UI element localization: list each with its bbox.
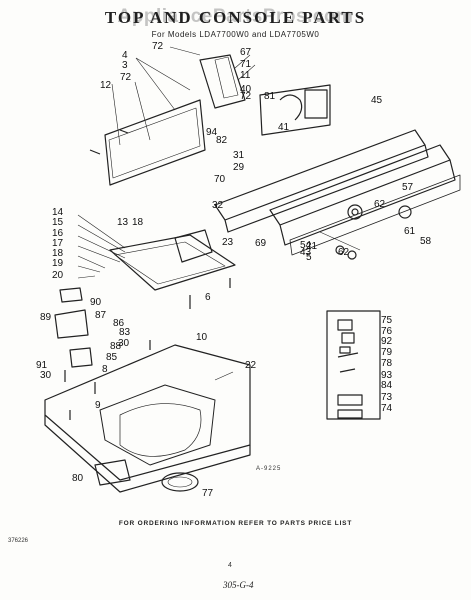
callout-label: 92 <box>381 336 393 347</box>
callout-label: 5 <box>306 252 312 263</box>
callout-label: 74 <box>381 403 393 414</box>
callout-label: 69 <box>255 238 267 249</box>
callout-label: 3 <box>122 60 128 71</box>
callout-label: 13 <box>117 217 129 228</box>
callout-label: 76 <box>381 326 393 337</box>
diagram-title: TOP AND CONSOLE PARTS <box>104 8 367 27</box>
callout-label: 77 <box>202 488 214 499</box>
callout-label: 54 <box>300 240 312 251</box>
callout-label: 45 <box>371 95 383 106</box>
diagram-subtitle: For Models LDA7700W0 and LDA7705W0 <box>151 30 320 39</box>
callout-label: 81 <box>264 91 276 102</box>
callout-label: 67 <box>240 47 252 58</box>
callout-label: 15 <box>52 217 64 228</box>
control-knob <box>347 204 363 220</box>
callout-label: 85 <box>106 352 118 363</box>
callout-label: 88 <box>110 341 122 352</box>
callout-label: 6 <box>205 292 211 303</box>
callout-label: 91 <box>36 360 48 371</box>
callout-label: 31 <box>233 150 245 161</box>
callout-label: 72 <box>152 41 164 52</box>
callout-label: 73 <box>381 392 393 403</box>
page-number: 4 <box>228 562 232 569</box>
callout-label: 40 <box>240 84 252 95</box>
callout-label: 23 <box>222 237 234 248</box>
figure-code: A-9225 <box>256 466 282 472</box>
callout-label: 8 <box>102 364 108 375</box>
lid-switch-bracket <box>59 287 83 303</box>
control-knob-2 <box>398 205 412 219</box>
ordering-info-footer: FOR ORDERING INFORMATION REFER TO PARTS … <box>118 520 353 527</box>
callout-label: 30 <box>118 338 130 349</box>
callout-label: 71 <box>240 59 252 70</box>
callout-label: 22 <box>245 360 257 371</box>
callout-label: 84 <box>381 380 393 391</box>
lid-switch-assembly <box>54 309 89 339</box>
wire-harness <box>279 94 303 121</box>
rear-console-rail <box>214 129 426 221</box>
callout-label: 43 <box>300 247 312 258</box>
callout-label: 29 <box>233 162 245 173</box>
handwritten-note: 305-G-4 <box>223 580 254 590</box>
lid-frame <box>109 234 236 291</box>
corner-code: 376226 <box>8 538 29 544</box>
bleach-dispenser <box>94 459 131 486</box>
console-bracket <box>199 54 246 109</box>
callout-label: 83 <box>119 327 131 338</box>
callout-label: 57 <box>402 182 414 193</box>
callout-label: 12 <box>100 80 112 91</box>
callout-label: 14 <box>52 207 64 218</box>
timer-box <box>304 89 328 119</box>
callout-label: 75 <box>381 315 393 326</box>
callout-label: 20 <box>52 270 64 281</box>
callout-label: 94 <box>206 127 218 138</box>
callout-label: 18 <box>132 217 144 228</box>
callout-label: 21 <box>306 241 318 252</box>
lid-handle <box>174 229 213 263</box>
callout-label: 78 <box>381 358 393 369</box>
watermark: AppliancePartsPros.com <box>117 6 354 27</box>
callout-label: 62 <box>374 199 386 210</box>
callout-label: 4 <box>122 50 128 61</box>
washer-top <box>44 344 251 481</box>
callout-label: 58 <box>420 236 432 247</box>
callout-label: 11 <box>240 70 251 81</box>
callout-label: 82 <box>216 135 228 146</box>
callout-label: 61 <box>404 226 416 237</box>
callout-label: 62 <box>338 247 350 258</box>
callout-label: 86 <box>113 318 125 329</box>
console-end-panel <box>104 99 206 186</box>
inset-parts-box <box>326 310 381 420</box>
callout-label: 72 <box>240 91 252 102</box>
callout-label: 72 <box>120 72 132 83</box>
callout-label: 32 <box>212 200 224 211</box>
timer-mount-plate <box>259 84 331 136</box>
callout-label: 80 <box>72 473 84 484</box>
callout-label: 41 <box>278 122 290 133</box>
callout-label: 89 <box>40 312 52 323</box>
callout-label: 30 <box>40 370 52 381</box>
callout-label: 93 <box>381 370 393 381</box>
callout-label: 16 <box>52 228 64 239</box>
callout-label: 19 <box>52 258 64 269</box>
callout-label: 70 <box>214 174 226 185</box>
callout-label: 10 <box>196 332 208 343</box>
tub-opening <box>99 384 216 466</box>
callout-label: 17 <box>52 238 64 249</box>
lint-filter <box>161 472 199 492</box>
callout-label: 18 <box>52 248 64 259</box>
callout-label: 79 <box>381 347 393 358</box>
callout-label: 9 <box>95 400 101 411</box>
callout-label: 90 <box>90 297 102 308</box>
callout-label: 87 <box>95 310 107 321</box>
